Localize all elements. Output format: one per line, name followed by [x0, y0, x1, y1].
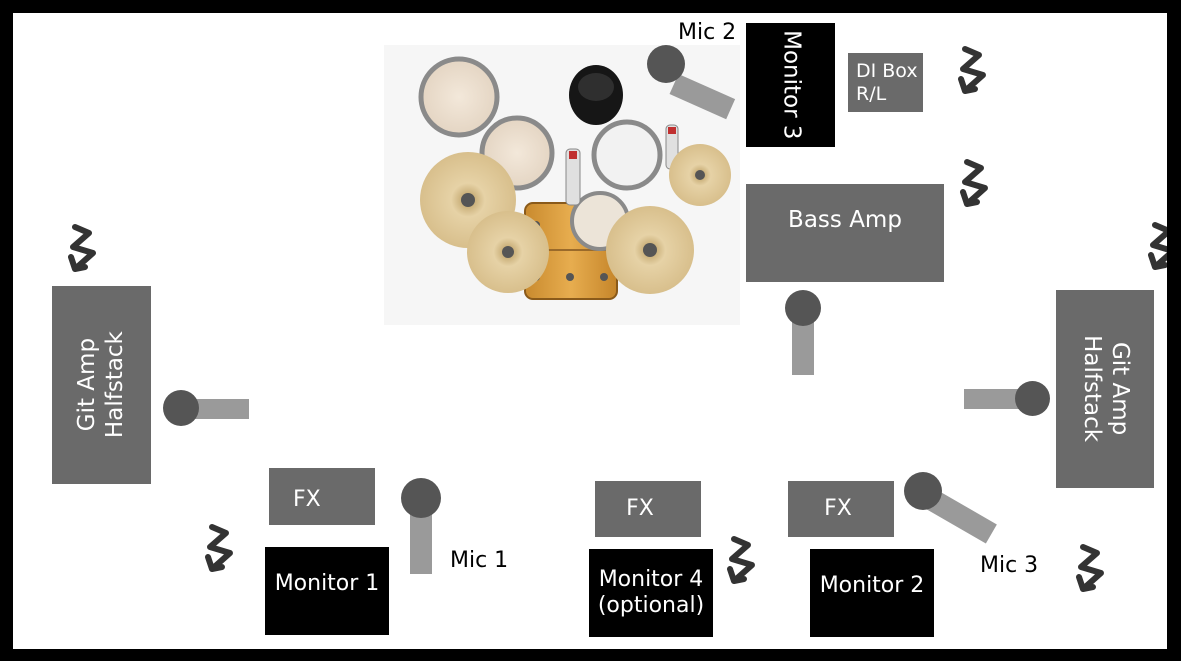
fx-pedalboard-right: FX	[788, 481, 894, 537]
power-outlet-icon	[1148, 222, 1167, 270]
power-outlet-icon	[68, 224, 96, 272]
git-amp-halfstack-left: Git Amp Halfstack	[52, 286, 151, 484]
git-amp-left-label: Git Amp Halfstack	[74, 332, 129, 439]
fx-center-label: FX	[626, 495, 654, 521]
mic-1-handle	[410, 506, 432, 574]
fx-pedalboard-left: FX	[269, 468, 375, 525]
power-outlet-icon	[960, 159, 988, 207]
mic-1-head-icon	[401, 478, 441, 518]
di-box-label: DI Box	[856, 59, 918, 82]
git-amp-halfstack-right: Git Amp Halfstack	[1056, 290, 1154, 488]
mic-2-label: Mic 2	[678, 20, 737, 45]
fx-pedalboard-center: FX	[595, 481, 701, 537]
di-box-sublabel: R/L	[856, 82, 887, 105]
monitor-4-sublabel: (optional)	[597, 593, 705, 618]
power-outlet-icon	[958, 46, 986, 94]
di-box: DI Box R/L	[848, 53, 923, 112]
fx-right-label: FX	[824, 495, 852, 521]
monitor-4-label: Monitor 4	[598, 566, 704, 592]
power-outlet-icon	[727, 536, 755, 584]
git-amp-left-line2: Halfstack	[101, 331, 128, 439]
mic-1-label: Mic 1	[450, 548, 509, 573]
monitor-1: Monitor 1	[265, 547, 389, 635]
mic-git-right-head-icon	[1015, 381, 1050, 416]
git-amp-left-line1: Git Amp	[73, 338, 100, 432]
stage-plot-canvas: Monitor 3 DI Box R/L Bass Amp Git Amp Ha…	[13, 13, 1167, 649]
monitor-3: Monitor 3	[746, 23, 835, 147]
power-outlet-icon	[205, 524, 233, 572]
monitor-3-label: Monitor 3	[778, 30, 805, 140]
power-outlet-icon	[1076, 544, 1104, 592]
mic-3-label: Mic 3	[980, 553, 1039, 578]
monitor-4-optional: Monitor 4 (optional)	[589, 549, 713, 637]
mic-2-head-icon	[647, 45, 685, 83]
git-amp-right-line1: Git Amp	[1106, 342, 1133, 436]
bass-amp: Bass Amp	[746, 184, 944, 282]
fx-left-label: FX	[293, 487, 321, 513]
monitor-2: Monitor 2	[810, 549, 934, 637]
bass-amp-label: Bass Amp	[788, 207, 902, 234]
git-amp-right-line2: Halfstack	[1079, 335, 1105, 443]
mic-bass-handle	[792, 313, 814, 375]
git-amp-right-label: Git Amp Halfstack	[1077, 335, 1133, 443]
mic-3-head-icon	[904, 472, 942, 510]
drum-kit-icon	[418, 56, 731, 300]
monitor-2-label: Monitor 2	[819, 572, 925, 598]
mic-git-left-head-icon	[163, 390, 199, 426]
monitor-1-label: Monitor 1	[274, 570, 380, 596]
mic-bass-head-icon	[785, 290, 821, 326]
